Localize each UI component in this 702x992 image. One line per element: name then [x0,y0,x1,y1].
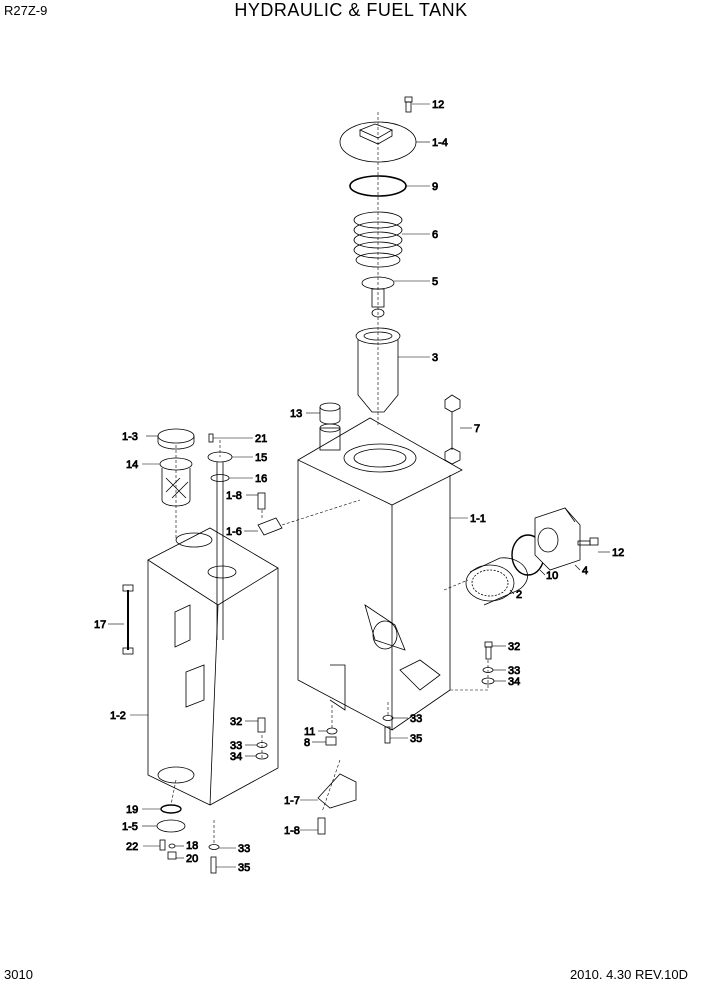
nut-20 [167,851,177,860]
callout-20: 20 [186,853,198,865]
gasket-16 [210,474,230,482]
callout-1-3: 1-3 [122,431,138,443]
callout-1-2: 1-2 [110,710,126,722]
washer-33-center [382,715,394,721]
callout-5: 5 [432,276,438,288]
callout-17: 17 [94,619,106,631]
callout-18: 18 [186,840,198,852]
washer-18 [168,843,176,849]
callout-22: 22 [126,841,138,853]
callout-10: 10 [546,570,558,582]
callout-34-left: 34 [230,751,242,763]
plug-8 [325,736,337,746]
callout-16: 16 [255,473,267,485]
alignment-lines [170,112,489,845]
o-ring-11 [326,727,338,735]
bolt-32-right [484,641,493,660]
plug-22 [159,839,166,851]
page-number: 3010 [4,967,33,982]
bolt-35-bottom-left [210,856,217,874]
callout-35-center: 35 [410,733,422,745]
callout-12-right: 12 [612,547,624,559]
callout-32-left: 32 [230,716,242,728]
callout-2: 2 [516,589,522,601]
callout-6: 6 [432,229,438,241]
callout-13: 13 [290,408,302,420]
callout-33-bottom: 33 [238,843,250,855]
fuel-tank [147,527,279,806]
callout-34-right: 34 [508,676,520,688]
sender-15 [207,451,233,640]
cover-bolt [404,96,413,113]
callout-1-1: 1-1 [470,513,486,525]
leader-lines [108,103,610,868]
callout-35-bottom: 35 [238,862,250,874]
callout-33-center: 33 [410,713,422,725]
callout-3: 3 [432,352,438,364]
callout-15: 15 [255,452,267,464]
callout-19: 19 [126,804,138,816]
callout-14: 14 [126,459,138,471]
callout-1-4: 1-4 [432,137,448,149]
callout-7: 7 [474,423,480,435]
bracket-1-7 [317,773,357,809]
return-filter-element-2 [465,557,528,606]
callout-12-top: 12 [432,99,444,111]
callout-9: 9 [432,181,438,193]
model-code: R27Z-9 [4,3,48,18]
callout-32-right: 32 [508,641,520,653]
callout-1-7: 1-7 [284,795,300,807]
callout-1-6: 1-6 [226,526,242,538]
level-gauge-7 [444,394,461,465]
hydraulic-tank [297,417,463,731]
filter-cover-4 [534,507,581,571]
bolt-1-8-top [257,492,266,510]
callout-8: 8 [304,737,310,749]
callout-1-8-top: 1-8 [226,490,242,502]
callout-1-5: 1-5 [122,821,138,833]
hose-17 [122,584,134,655]
callout-4: 4 [582,565,588,577]
washer-33-bottom-left [208,844,220,850]
page-title: HYDRAULIC & FUEL TANK [234,0,468,20]
bolt-32-left [257,717,266,733]
screw-21 [208,433,214,443]
callout-11: 11 [304,726,315,738]
cover-bolt-12 [577,537,599,546]
o-ring-19 [160,804,182,814]
callout-33-right: 33 [508,665,520,677]
bracket-1-6 [257,517,283,536]
filler-cap-13 [319,402,341,425]
drain-plate-1-5 [156,819,186,833]
bolt-1-8-bottom [317,817,326,835]
callout-21: 21 [255,433,267,445]
bolt-35-center [384,726,391,744]
callout-1-8-bottom: 1-8 [284,825,300,837]
revision-date: 2010. 4.30 REV.10D [569,967,688,982]
callout-33-left: 33 [230,740,242,752]
